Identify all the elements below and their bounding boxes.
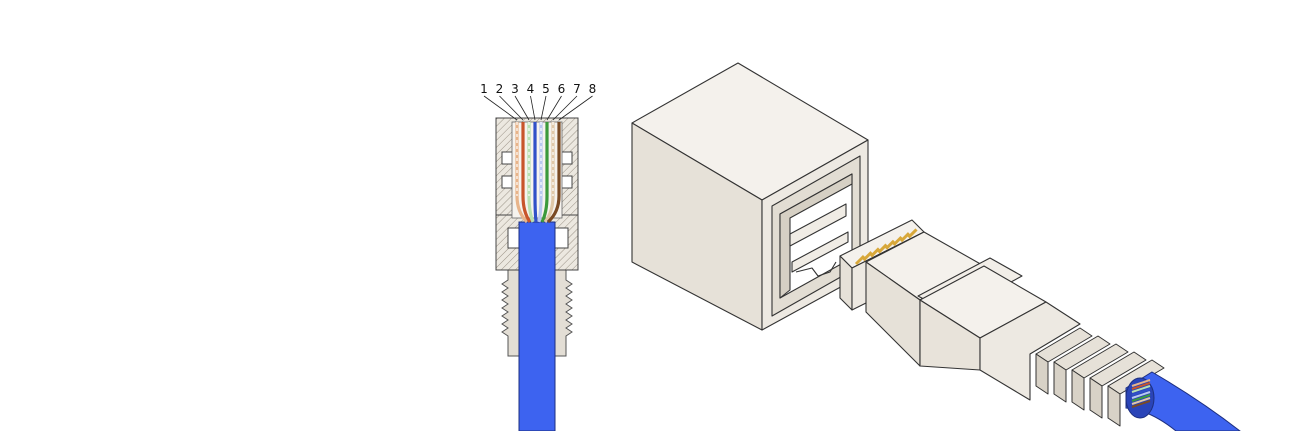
- gold-contact: [907, 228, 918, 239]
- wire-4: [533, 122, 538, 223]
- gold-contact: [877, 243, 888, 254]
- pin-leader-line: [558, 95, 593, 121]
- end-wire: [1131, 391, 1151, 399]
- boot-rib-side: [1089, 377, 1103, 419]
- wire-1: [515, 122, 529, 224]
- pin-leader-line: [552, 95, 578, 121]
- pin-leader-line: [514, 95, 530, 121]
- pin-leader-line: [499, 95, 524, 121]
- gold-contact: [869, 247, 881, 258]
- pin-label-5: 5: [542, 82, 550, 96]
- end-wire: [1131, 400, 1151, 408]
- gold-contact: [854, 254, 866, 266]
- cable-exit: [1125, 371, 1241, 431]
- pin-label-6: 6: [558, 82, 566, 96]
- end-wire: [1131, 379, 1151, 387]
- boot-rib-side: [1107, 385, 1121, 427]
- end-wire: [1131, 382, 1151, 390]
- wire-7: [543, 122, 555, 223]
- pin-label-8: 8: [589, 82, 597, 96]
- pin-label-3: 3: [511, 82, 519, 96]
- gold-contact: [862, 251, 873, 262]
- end-wire: [1131, 385, 1151, 393]
- pin-label-1: 1: [480, 82, 488, 96]
- end-wire: [1131, 394, 1151, 402]
- gold-contact: [892, 235, 903, 247]
- gold-contacts: [854, 228, 918, 266]
- boot-rib-side: [1053, 361, 1067, 403]
- jack-assembly: [631, 62, 869, 331]
- boot-ribs: [1035, 327, 1165, 427]
- cable-jacket-vertical: [518, 221, 556, 431]
- pin-label-7: 7: [573, 82, 581, 96]
- wire-8: [546, 122, 561, 224]
- gold-contact: [899, 232, 911, 243]
- rj45-plug-iso: [839, 219, 1165, 427]
- wire-6: [540, 122, 549, 223]
- boot-rib-side: [1035, 353, 1049, 395]
- wire-3: [527, 122, 535, 223]
- pin-leader-line: [483, 95, 518, 121]
- wire-5: [537, 122, 543, 223]
- cable-end-wires: [1131, 379, 1151, 408]
- pin-label-2: 2: [496, 82, 504, 96]
- wire-bundle: [515, 122, 561, 224]
- gold-contact: [884, 239, 896, 250]
- end-wire: [1131, 397, 1151, 405]
- pin-label-4: 4: [527, 82, 535, 96]
- end-wire: [1131, 388, 1151, 396]
- pin-leader-line: [530, 95, 536, 121]
- wire-2: [521, 122, 532, 223]
- pin-leader-line: [540, 95, 547, 121]
- boot-rib-side: [1071, 369, 1085, 411]
- pin-leader-line: [546, 95, 562, 121]
